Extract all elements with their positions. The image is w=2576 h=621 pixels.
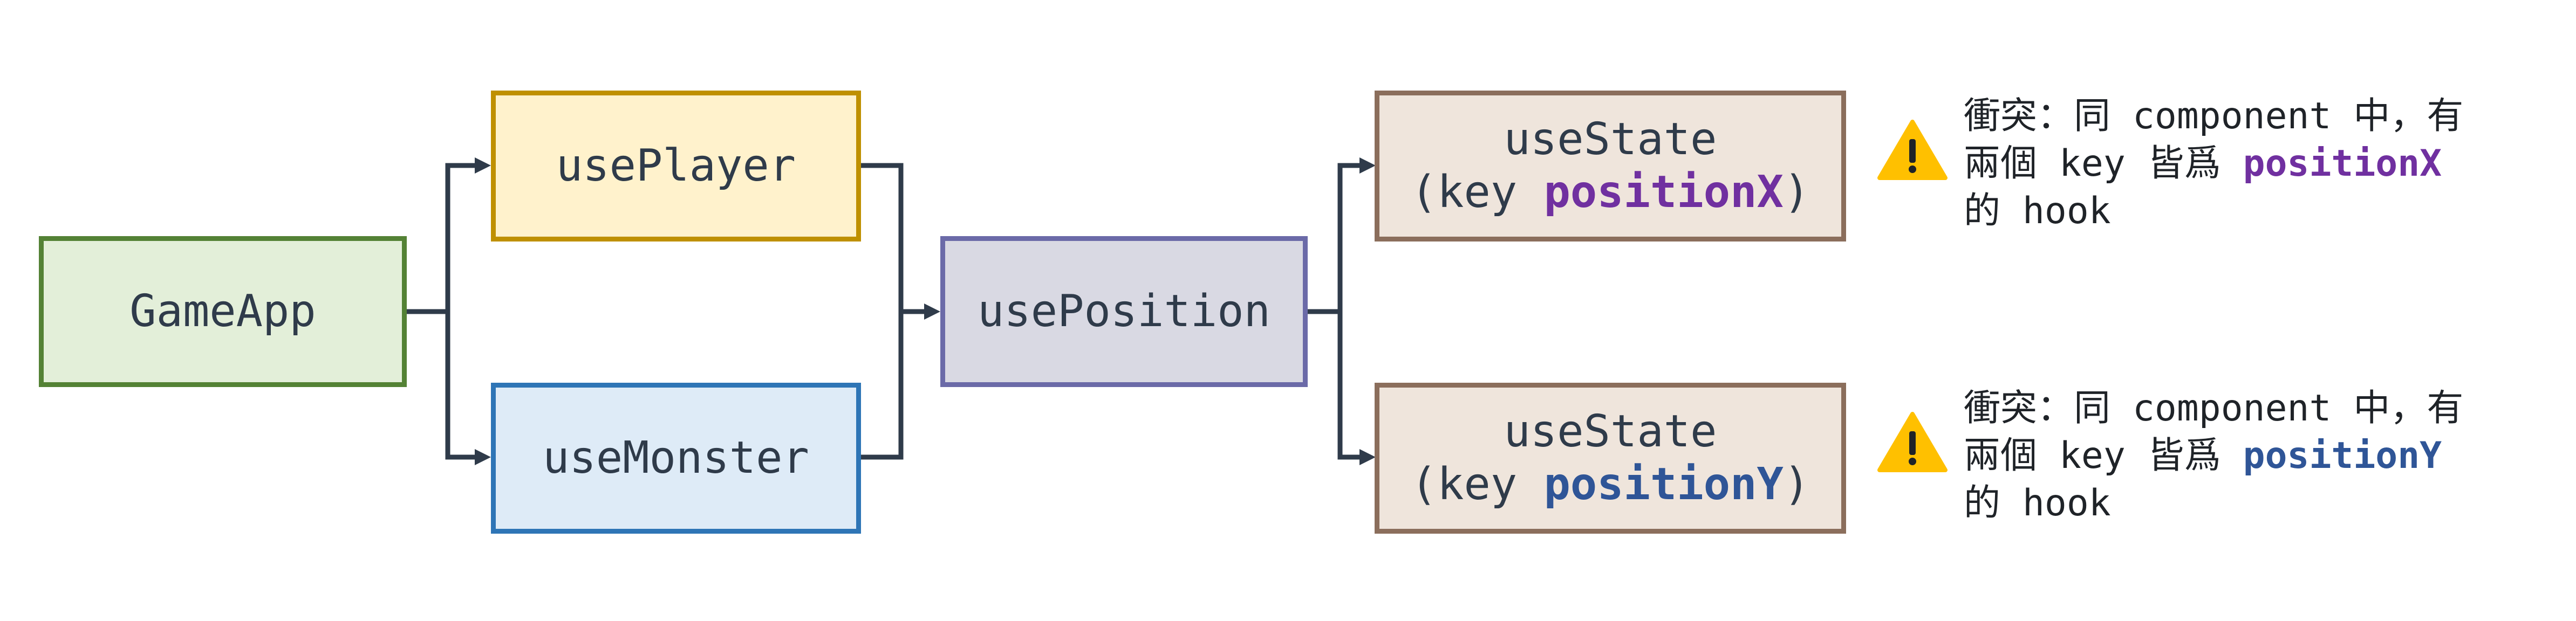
arrowhead-usestatex — [1359, 157, 1376, 174]
node-usestate-y-suffix: ) — [1783, 459, 1810, 510]
node-usestate-x-suffix: ) — [1783, 167, 1810, 218]
note-conflict-y: 衝突：同 component 中，有 兩個 key 皆爲 positionY 的… — [1964, 385, 2557, 527]
note-x-line2: 兩個 key 皆爲 positionX — [1964, 140, 2557, 188]
node-usestate-y-label: useState — [1504, 405, 1717, 457]
node-usestate-y-prefix: (key — [1410, 459, 1544, 510]
note-y-line1: 衝突：同 component 中，有 — [1964, 387, 2464, 430]
node-usestate-y: useState (key positionY) — [1375, 383, 1846, 534]
node-usemonster-label: useMonster — [543, 432, 809, 484]
note-x-key: positionX — [2243, 142, 2442, 185]
note-y-key: positionY — [2243, 434, 2442, 477]
edge-gameapp-usemonster — [405, 309, 483, 460]
edge-useplayer-useposition — [861, 163, 904, 312]
warning-icon — [1877, 120, 1948, 180]
node-usestate-x-label: useState — [1504, 113, 1717, 165]
node-useplayer: usePlayer — [491, 91, 861, 242]
note-conflict-x: 衝突：同 component 中，有 兩個 key 皆爲 positionX 的… — [1964, 93, 2557, 235]
node-usestate-y-keyline: (key positionY) — [1411, 458, 1810, 511]
note-y-line3: 的 hook — [1964, 482, 2111, 525]
node-useposition: usePosition — [940, 236, 1308, 387]
note-x-line1: 衝突：同 component 中，有 — [1964, 95, 2464, 137]
edge-usemonster-useposition — [861, 312, 904, 460]
edge-useposition-usestatex — [1308, 163, 1366, 314]
node-useplayer-label: usePlayer — [556, 140, 796, 191]
note-x-line2-prefix: 兩個 key 皆爲 — [1964, 142, 2243, 185]
node-usestate-x-keyline: (key positionX) — [1411, 166, 1810, 219]
note-y-line2: 兩個 key 皆爲 positionY — [1964, 432, 2557, 480]
arrowhead-usemonster — [475, 449, 491, 465]
arrowhead-usestatey — [1359, 449, 1376, 465]
node-usestate-y-key: positionY — [1543, 459, 1784, 510]
edge-gameapp-useplayer — [405, 163, 483, 314]
node-usestate-x-prefix: (key — [1410, 167, 1544, 218]
node-usestate-x-key: positionX — [1543, 167, 1784, 218]
arrowhead-useposition — [924, 303, 940, 320]
node-usestate-x: useState (key positionX) — [1375, 91, 1846, 242]
node-gameapp-label: GameApp — [129, 285, 316, 337]
note-y-line2-prefix: 兩個 key 皆爲 — [1964, 434, 2243, 477]
node-usemonster: useMonster — [491, 383, 861, 534]
arrowhead-useplayer — [475, 157, 491, 174]
node-gameapp: GameApp — [39, 236, 407, 387]
warning-icon — [1877, 412, 1948, 472]
edge-useposition-usestatey — [1308, 309, 1366, 460]
note-x-line3: 的 hook — [1964, 190, 2111, 232]
node-useposition-label: usePosition — [977, 285, 1271, 337]
